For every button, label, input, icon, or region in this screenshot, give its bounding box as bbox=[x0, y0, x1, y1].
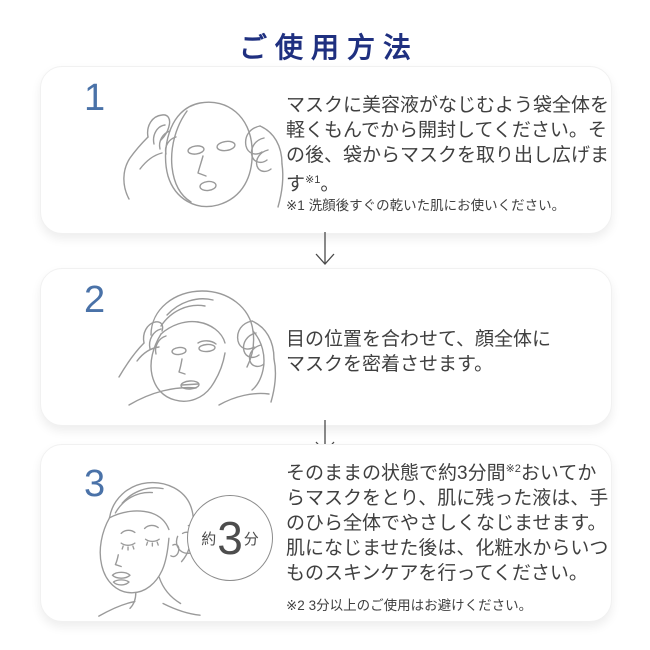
page-title: ご使用方法 bbox=[238, 33, 419, 64]
instruction-text-end: 。 bbox=[320, 174, 340, 195]
step-3-footnote: ※2 3分以上のご使用はお避けください。 bbox=[286, 598, 533, 613]
step3-wait-with-mask-illustration bbox=[98, 481, 202, 617]
step-card-3: 3 bbox=[40, 444, 612, 622]
down-arrow-icon bbox=[313, 231, 337, 269]
right-hand bbox=[244, 125, 284, 208]
step1-mask-on-face-illustration bbox=[123, 101, 284, 208]
shoulders bbox=[128, 386, 270, 406]
right-hand bbox=[236, 320, 277, 403]
badge-prefix: 約 bbox=[201, 530, 217, 548]
step-1-instructions: マスクに美容液がなじむよう袋全体を 軽くもんでから開封してください。そ の後、袋… bbox=[286, 93, 621, 197]
left-hand bbox=[118, 321, 167, 378]
step-card-1: 1 bbox=[40, 66, 612, 234]
neck-and-shoulders bbox=[98, 576, 201, 617]
step-2-number: 2 bbox=[84, 279, 106, 321]
step2-press-mask-illustration bbox=[118, 290, 277, 406]
instruction-text: そのままの状態で約3分間 bbox=[286, 463, 506, 484]
instruction-text: 目の位置を合わせて、顔全体に マスクを密着させます。 bbox=[286, 329, 552, 375]
footnote-marker-1: ※1 bbox=[305, 174, 321, 186]
face-with-mask-front bbox=[164, 101, 253, 208]
left-hand bbox=[123, 114, 177, 200]
step-2-instructions: 目の位置を合わせて、顔全体に マスクを密着させます。 bbox=[286, 327, 621, 377]
face-with-mask-tilted bbox=[99, 481, 202, 594]
badge-minutes-value: 3 bbox=[217, 512, 243, 564]
step-3-number: 3 bbox=[84, 463, 106, 505]
instruction-text: マスクに美容液がなじむよう袋全体を 軽くもんでから開封してください。そ の後、袋… bbox=[286, 95, 610, 195]
footnote-marker-2: ※2 bbox=[505, 463, 521, 475]
instruction-text-end: おいてか らマスクをとり、肌に残った液は、手 のひら全体でやさしくなじませます。… bbox=[286, 463, 609, 584]
badge-suffix: 分 bbox=[243, 530, 259, 548]
step-3-instructions: そのままの状態で約3分間※2おいてか らマスクをとり、肌に残った液は、手 のひら… bbox=[286, 457, 621, 586]
step-1-footnote: ※1 洗顔後すぐの乾いた肌にお使いください。 bbox=[286, 198, 566, 213]
step-1-number: 1 bbox=[84, 77, 106, 119]
about-3-minutes-badge: 約 3 分 bbox=[187, 495, 273, 581]
face-with-mask-three-quarter bbox=[150, 290, 265, 402]
step-card-2: 2 bbox=[40, 268, 612, 426]
